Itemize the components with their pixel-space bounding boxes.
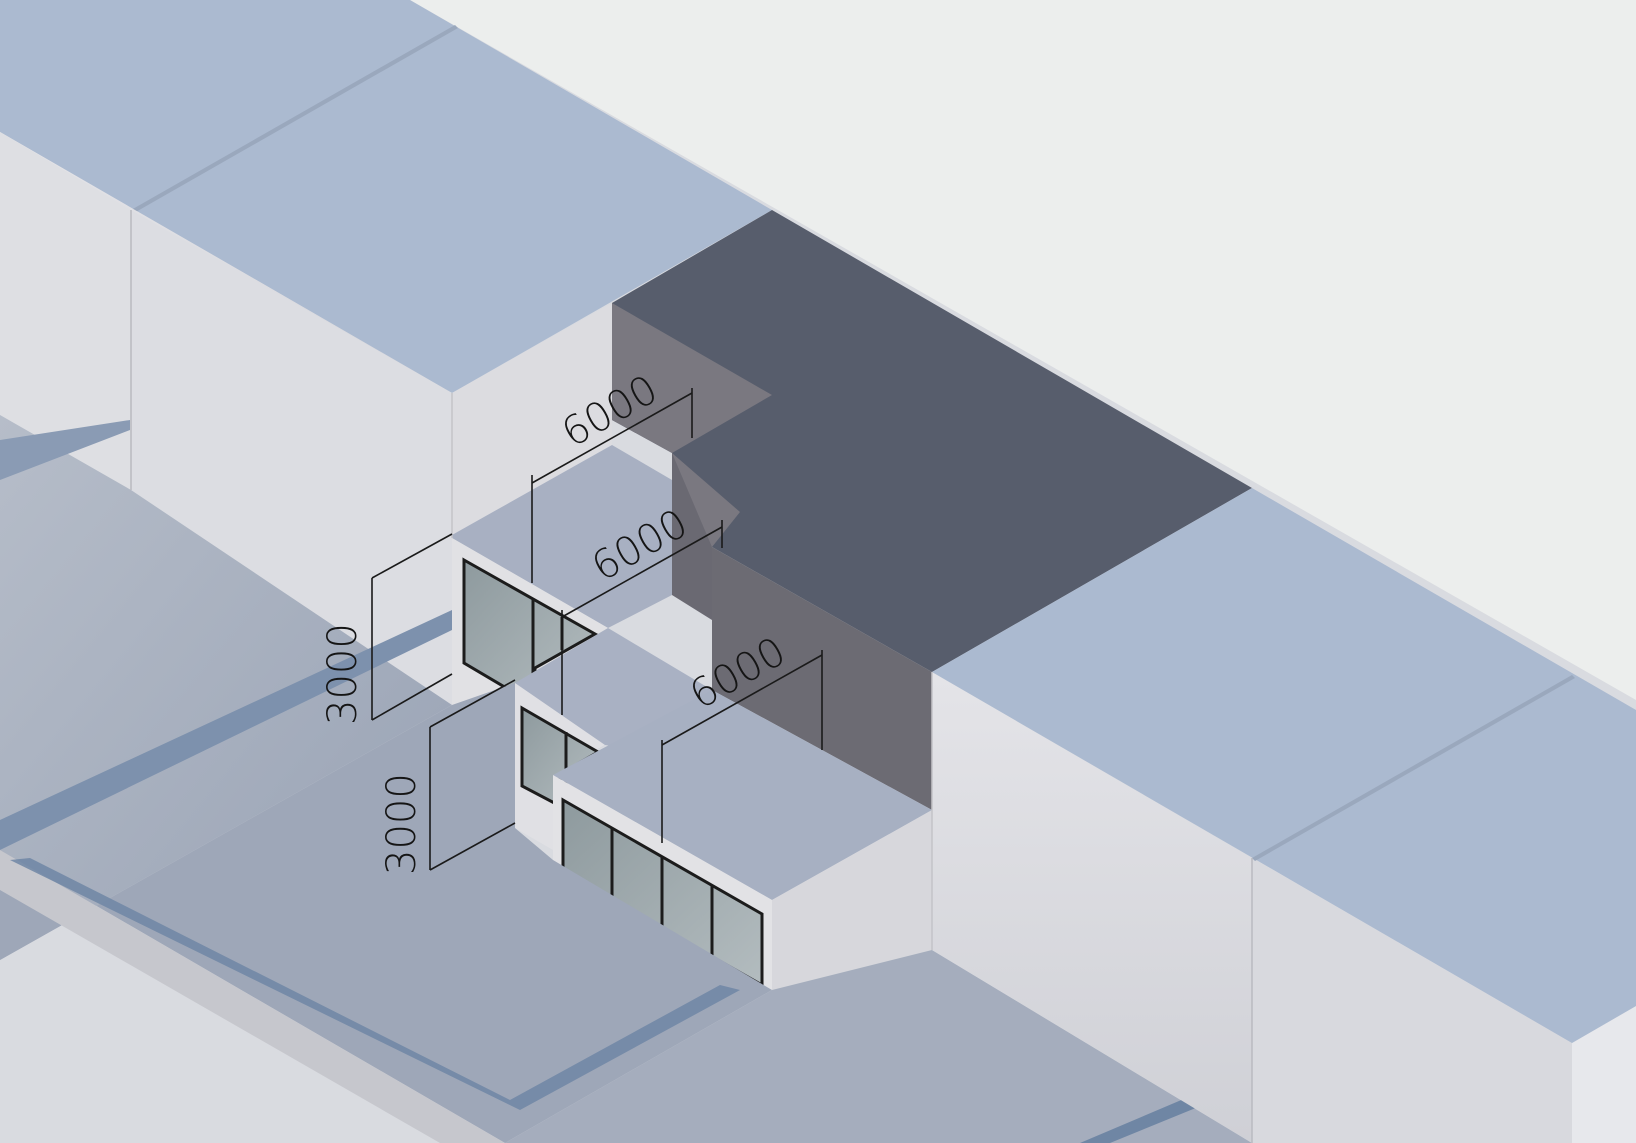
floor-middle [0, 683, 772, 1143]
wall-right-2 [1252, 858, 1572, 1143]
floor-shadow-strip-2 [0, 420, 130, 480]
floor-right [505, 950, 1252, 1143]
roof-right [932, 488, 1636, 1043]
wall-right-3 [1572, 1006, 1636, 1143]
floor-left [0, 415, 452, 960]
dimension-lines [371, 388, 823, 871]
roof-step-3 [553, 690, 932, 900]
wall-shadow-side [672, 453, 712, 620]
roof-seam-right [1252, 675, 1575, 861]
roof-upper-left [0, 0, 772, 393]
roof-seam-left [131, 25, 458, 213]
dimension-label-upper-height: 3000 [320, 623, 366, 725]
dimension-label-lower-height: 3000 [379, 773, 425, 875]
floor-shadow-strip [0, 610, 452, 850]
floor-wall-front [0, 850, 505, 1143]
roof-step-1 [452, 445, 672, 628]
wall-left-lower [0, 132, 131, 490]
wall-inner-upper [452, 303, 612, 535]
wall-right-1 [932, 672, 1252, 1143]
roof-dark [612, 210, 1252, 672]
facade-step-3-side [772, 810, 932, 990]
